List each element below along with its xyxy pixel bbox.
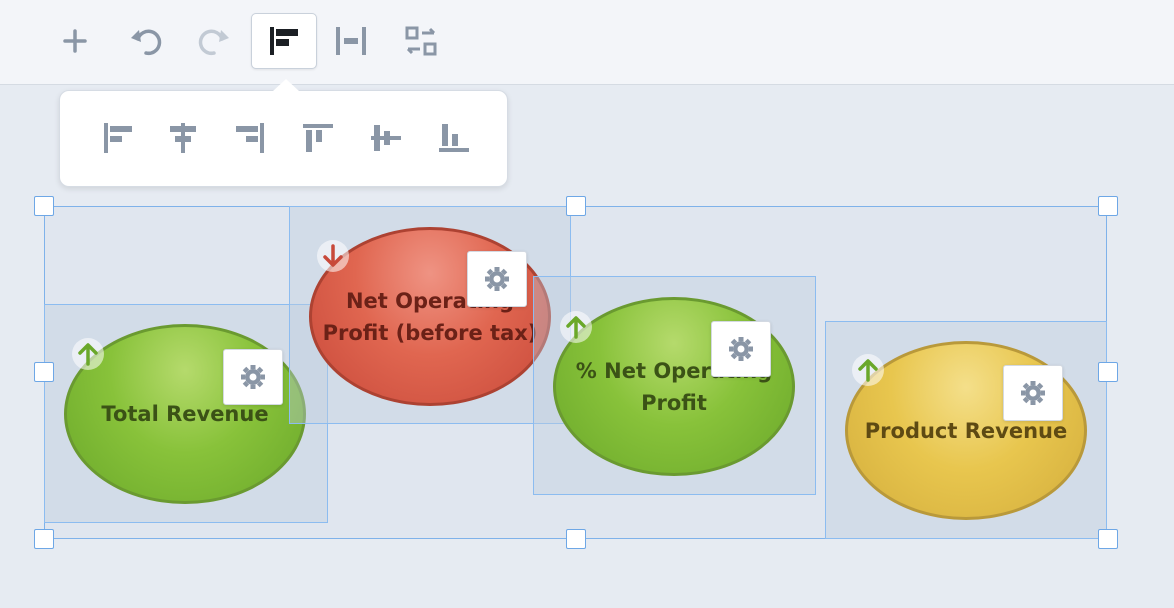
- align-popover: [59, 90, 508, 187]
- settings-button[interactable]: [467, 251, 527, 307]
- gear-icon: [1021, 381, 1045, 405]
- resize-handle-top-right[interactable]: [1098, 196, 1118, 216]
- redo-button[interactable]: [181, 13, 247, 69]
- align-center-option[interactable]: [160, 115, 206, 161]
- popover-arrow: [273, 79, 299, 91]
- distribute-button[interactable]: [318, 13, 384, 69]
- settings-button[interactable]: [1003, 365, 1063, 421]
- toolbar: [0, 0, 1174, 85]
- redo-icon: [198, 29, 229, 56]
- resize-handle-top[interactable]: [566, 196, 586, 216]
- undo-button[interactable]: [113, 13, 179, 69]
- align-bottom-option[interactable]: [431, 115, 477, 161]
- trend-up-icon: [72, 338, 104, 370]
- align-button[interactable]: [251, 13, 317, 69]
- resize-handle-bottom[interactable]: [566, 529, 586, 549]
- resize-handle-top-left[interactable]: [34, 196, 54, 216]
- align-middle-option[interactable]: [363, 115, 409, 161]
- trend-up-icon: [560, 311, 592, 343]
- align-middle-icon: [371, 125, 401, 151]
- swap-button[interactable]: [388, 13, 454, 69]
- trend-up-icon: [852, 354, 884, 386]
- gear-icon: [485, 267, 509, 291]
- settings-button[interactable]: [711, 321, 771, 377]
- undo-icon: [131, 29, 162, 56]
- add-button[interactable]: [42, 13, 108, 69]
- align-top-icon: [303, 124, 333, 152]
- align-left-icon: [270, 27, 298, 55]
- resize-handle-left[interactable]: [34, 362, 54, 382]
- settings-button[interactable]: [223, 349, 283, 405]
- resize-handle-right[interactable]: [1098, 362, 1118, 382]
- trend-down-icon: [317, 240, 349, 272]
- align-left-option[interactable]: [95, 115, 141, 161]
- plus-icon: [63, 29, 87, 53]
- align-bottom-icon: [439, 124, 469, 152]
- align-center-icon: [170, 123, 196, 153]
- resize-handle-bottom-right[interactable]: [1098, 529, 1118, 549]
- swap-icon: [405, 26, 437, 56]
- distribute-horizontal-icon: [336, 27, 366, 55]
- align-right-icon: [236, 123, 264, 153]
- align-right-option[interactable]: [227, 115, 273, 161]
- gear-icon: [729, 337, 753, 361]
- align-left-icon: [104, 123, 132, 153]
- resize-handle-bottom-left[interactable]: [34, 529, 54, 549]
- gear-icon: [241, 365, 265, 389]
- kpi-label: Total Revenue: [101, 402, 269, 426]
- kpi-label: Product Revenue: [864, 418, 1068, 443]
- align-top-option[interactable]: [295, 115, 341, 161]
